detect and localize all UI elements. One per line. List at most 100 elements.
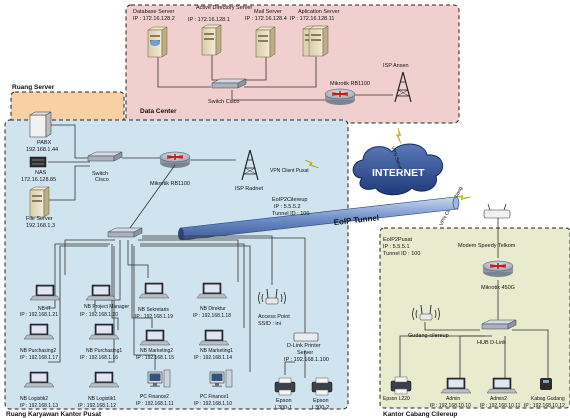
branch-device-ip: IP : 192.168.10.11	[480, 403, 521, 409]
employee-name: NB IT	[38, 306, 51, 312]
phone-icon	[540, 378, 552, 390]
application-server-icon	[302, 25, 329, 57]
epson-2-label-b: L300-2	[312, 405, 329, 411]
data-center-zone	[125, 4, 460, 124]
branch-device-name: Epson L220	[383, 396, 410, 402]
switch-cisco-label-1: Switch	[92, 171, 108, 177]
pabx-ip: 192.168.1.44	[26, 147, 58, 153]
employee-name: PC Finance2	[140, 394, 169, 400]
database-server-ip: IP : 172.16.128.2	[133, 16, 175, 22]
mikrotik-dc-label: Mikrotik RB1100	[330, 81, 370, 87]
employee-ip: IP : 192.168.1.15	[136, 355, 174, 361]
eoip-cilereup-tunnel: Tunnel ID : 100	[272, 211, 309, 217]
mail-server-ip: IP : 172.16.128.4	[245, 16, 287, 22]
modem-label: Modem Speedy Telkom	[458, 243, 516, 249]
dlink-label-3: IP : 192.168.1.100	[284, 357, 329, 363]
employee-ip: IP : 192.168.1.16	[80, 355, 118, 361]
employee-ip: IP : 192.168.1.14	[194, 355, 232, 361]
database-server-icon	[147, 26, 168, 58]
switch-cisco-dc-label: Switch Cisco	[208, 99, 239, 105]
branch-zone	[379, 227, 570, 409]
dlink-label-2: Server	[297, 350, 313, 356]
wireless-link-ansen	[391, 127, 408, 144]
switch-cisco-dc-icon	[211, 78, 247, 89]
internet-label: INTERNET	[372, 167, 425, 179]
switch-cisco-server-room-icon	[87, 151, 123, 162]
mikrotik-branch-label: Mikrotik 450G	[481, 285, 515, 291]
branch-device-ip: IP : 192.168.10.10	[430, 403, 471, 409]
vpn-client-pusat-label: VPN Client Pusat	[270, 168, 309, 174]
ad-server-ip: IP : 172.16.128.1	[188, 17, 230, 23]
epson-1-label-a: Epson	[276, 398, 292, 404]
eoip-pusat-name: EoIP2Pusat	[383, 237, 413, 243]
branch-wifi-label: Gudang-cilereup	[408, 333, 449, 339]
active-directory-server-icon	[201, 24, 222, 56]
file-server-ip: 192.168.1.3	[26, 223, 55, 229]
branch-label: Kantor Cabang Cilereup	[383, 411, 457, 418]
nas-ip: 172.16.128.85	[21, 177, 56, 183]
hub-dlink-icon	[481, 319, 517, 330]
mikrotik-dc-icon	[324, 88, 356, 106]
employee-name: NB Direktur	[200, 306, 226, 312]
employee-ip: IP : 192.168.1.12	[78, 403, 116, 409]
employee-ip: IP : 192.168.1.11	[136, 401, 174, 407]
employee-ip: IP : 192.168.1.13	[20, 403, 58, 409]
dlink-print-server-icon	[293, 332, 319, 342]
employee-ip: IP : 192.168.1.17	[20, 355, 58, 361]
isp-radnet-label: ISP Radnet	[235, 186, 264, 192]
mikrotik-main-label: Mikrotik RB1100	[150, 181, 190, 187]
access-point-label: Access Point	[258, 314, 290, 320]
employee-name: NB Marketing2	[140, 348, 173, 354]
employee-name: NB Purchasing2	[20, 348, 56, 354]
employee-name: NB Marketing1	[200, 348, 233, 354]
eoip-pusat-tunnel: Tunnel ID : 100	[383, 251, 420, 257]
epson-1-label-b: L300-1	[275, 405, 292, 411]
employee-ip: IP : 192.168.1.19	[135, 314, 173, 320]
nas-icon	[29, 156, 47, 168]
eoip-pusat-ip: IP : 5.5.5.1	[383, 244, 410, 250]
branch-device-name: Admin2	[490, 396, 507, 402]
app-server-ip: IP : 172.16.128.11	[290, 16, 334, 22]
pabx-server-icon	[29, 111, 52, 138]
lan-switch-icon	[107, 227, 143, 238]
mail-server-name: Mail Server	[254, 9, 282, 15]
file-server-label: File Server	[26, 216, 53, 222]
employee-name: NB Project Manager	[84, 304, 129, 310]
server-room-label: Ruang Server	[12, 84, 55, 91]
employee-name: NB Logistik2	[20, 396, 48, 402]
mail-server-icon	[255, 26, 276, 58]
employee-name: NB Purchasing1	[86, 348, 122, 354]
switch-cisco-label-2: Cisco	[95, 177, 109, 183]
employee-name: NB Logistik1	[88, 396, 116, 402]
employee-ip: IP : 192.168.1.10	[194, 401, 232, 407]
isp-ansen-label: ISP Ansen	[383, 63, 409, 69]
file-server-icon	[29, 186, 50, 218]
pabx-label: PABX	[37, 140, 52, 146]
employee-ip: IP : 192.168.1.21	[20, 312, 58, 318]
eoip-cilereup-name: EoIP2Cilereup	[272, 197, 307, 203]
epson-2-label-a: Epson	[313, 398, 329, 404]
branch-device-ip: IP : 192.168.10.12	[524, 403, 565, 409]
app-server-name: Aplication Server	[298, 9, 340, 15]
employee-ip: IP : 192.168.1.20	[80, 312, 118, 318]
access-point-ssid: SSID : ini	[258, 321, 281, 327]
employee-name: NB Sekretaris	[138, 307, 169, 313]
server-room-cabling	[47, 124, 90, 201]
employee-room-label: Ruang Karyawan Kantor Pusat	[6, 411, 102, 418]
database-server-name: Database Server	[133, 9, 174, 15]
ad-server-name: Active Directory Server	[196, 5, 252, 11]
dlink-label-1: D-Link Printer	[287, 343, 321, 349]
branch-device-name: Admin	[446, 396, 460, 402]
nas-label: NAS	[35, 170, 47, 176]
branch-cabling	[399, 216, 549, 378]
employee-ip: IP : 192.168.1.18	[193, 313, 231, 319]
data-center-label: Data Center	[140, 108, 177, 115]
branch-device-name: Kabag Gudang	[531, 396, 565, 402]
employee-name: PC Finance1	[200, 394, 229, 400]
modem-speedy-icon	[483, 203, 511, 219]
hub-label: HUB D-Link	[477, 340, 506, 346]
eoip-cilereup-ip: IP : 5.5.5.2	[274, 204, 301, 210]
mikrotik-branch-icon	[482, 260, 514, 278]
internet-cloud-icon	[352, 143, 444, 196]
